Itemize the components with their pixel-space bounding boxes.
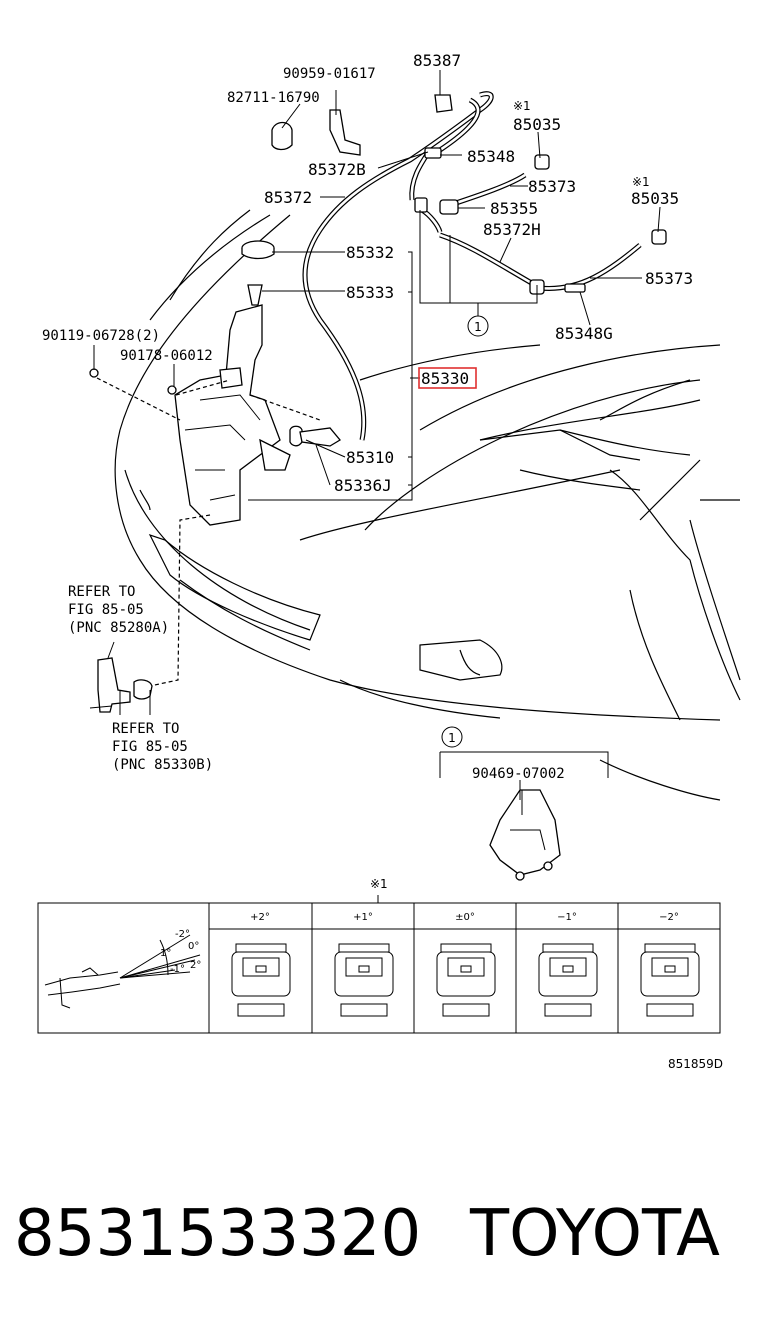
label-85372: 85372	[264, 188, 312, 207]
highlight-box	[418, 367, 477, 389]
connector-85355	[439, 199, 459, 215]
washer-tank	[89, 240, 341, 526]
leader-lines	[93, 70, 661, 903]
label-85035-a: 85035	[513, 115, 561, 134]
asterisk-marks: ※1 ※1 ※1	[370, 99, 650, 891]
nozzle-icon	[334, 943, 394, 1017]
clip-90469	[489, 789, 561, 881]
label-85373-b: 85373	[645, 269, 693, 288]
diagram-code: 851859D	[668, 1057, 723, 1071]
circled-number-1: 1	[467, 315, 489, 337]
label-85372b: 85372B	[308, 160, 366, 179]
svg-text:1°: 1°	[160, 948, 171, 959]
svg-text:REFER TO: REFER TO	[112, 721, 179, 737]
svg-text:1: 1	[474, 320, 482, 334]
car-body-outline	[114, 209, 741, 801]
nozzle-icon	[640, 943, 700, 1017]
table-header: ±0°	[455, 912, 475, 923]
clip-82711	[271, 121, 293, 151]
refer-note-85280a: REFER TO FIG 85-05 (PNC 85280A)	[68, 584, 169, 636]
svg-text:(PNC 85280A): (PNC 85280A)	[68, 620, 169, 636]
table-header: +2°	[250, 912, 270, 923]
svg-text:(PNC 85330B): (PNC 85330B)	[112, 757, 213, 773]
asterisk-mark: ※1	[632, 175, 650, 189]
grommet-90178	[167, 385, 177, 395]
fittings	[271, 94, 667, 295]
label-85330: 85330	[421, 369, 469, 388]
bolt-90119	[89, 368, 99, 378]
label-90959-01617: 90959-01617	[283, 66, 376, 82]
svg-text:-2°: -2°	[175, 929, 190, 940]
clamp-90959	[329, 109, 361, 156]
asterisk-mark: ※1	[370, 877, 388, 891]
headlamp-washer-pump	[89, 657, 153, 713]
label-85373-a: 85373	[528, 177, 576, 196]
nozzle-icon	[436, 943, 496, 1017]
brand-name: TOYOTA	[469, 1197, 720, 1271]
strainer-85333	[247, 284, 263, 306]
table-header: −1°	[557, 912, 577, 923]
label-85333: 85333	[346, 283, 394, 302]
svg-text:REFER TO: REFER TO	[68, 584, 135, 600]
part-number: 8531533320	[14, 1197, 421, 1271]
label-85387: 85387	[413, 51, 461, 70]
label-90469-07002: 90469-07002	[472, 766, 565, 782]
nozzle-icon	[231, 943, 291, 1017]
asterisk-mark: ※1	[513, 99, 531, 113]
svg-text:2°: 2°	[190, 960, 201, 971]
label-85336j: 85336J	[334, 476, 392, 495]
dashed-leaders	[96, 377, 321, 687]
connector-85348	[424, 147, 442, 159]
label-85348g: 85348G	[555, 324, 613, 343]
nozzle-85035-left	[534, 154, 550, 170]
label-85372h: 85372H	[483, 220, 541, 239]
nozzle-angle-table: +2° +1° ±0° −1° −2°	[37, 902, 721, 1034]
circled-number-1: 1	[441, 726, 463, 748]
nozzle-icon	[538, 943, 598, 1017]
spray-angle-diagram: -2° 0° -1° 2° 1°	[44, 929, 201, 1009]
svg-text:1: 1	[448, 731, 456, 745]
table-header: +1°	[353, 912, 373, 923]
refer-note-85330b: REFER TO FIG 85-05 (PNC 85330B)	[112, 721, 213, 773]
label-85310: 85310	[346, 448, 394, 467]
svg-text:-1°: -1°	[170, 964, 185, 975]
label-90178-06012: 90178-06012	[120, 348, 213, 364]
label-90119-06728: 90119-06728(2)	[42, 328, 160, 344]
label-85035-b: 85035	[631, 189, 679, 208]
label-85348: 85348	[467, 147, 515, 166]
label-82711-16790: 82711-16790	[227, 90, 320, 106]
connector-85348g	[564, 283, 586, 293]
label-85355: 85355	[490, 199, 538, 218]
joint-85387	[434, 94, 453, 113]
svg-text:FIG 85-05: FIG 85-05	[112, 739, 188, 755]
svg-text:FIG 85-05: FIG 85-05	[68, 602, 144, 618]
grommet-85336j	[299, 427, 341, 447]
washer-hoses	[302, 91, 642, 441]
svg-text:0°: 0°	[188, 941, 199, 952]
table-header: −2°	[659, 912, 679, 923]
part-labels: 85387 90959-01617 82711-16790 85035 8534…	[42, 51, 693, 782]
nozzle-85035-right	[651, 229, 667, 245]
label-85332: 85332	[346, 243, 394, 262]
